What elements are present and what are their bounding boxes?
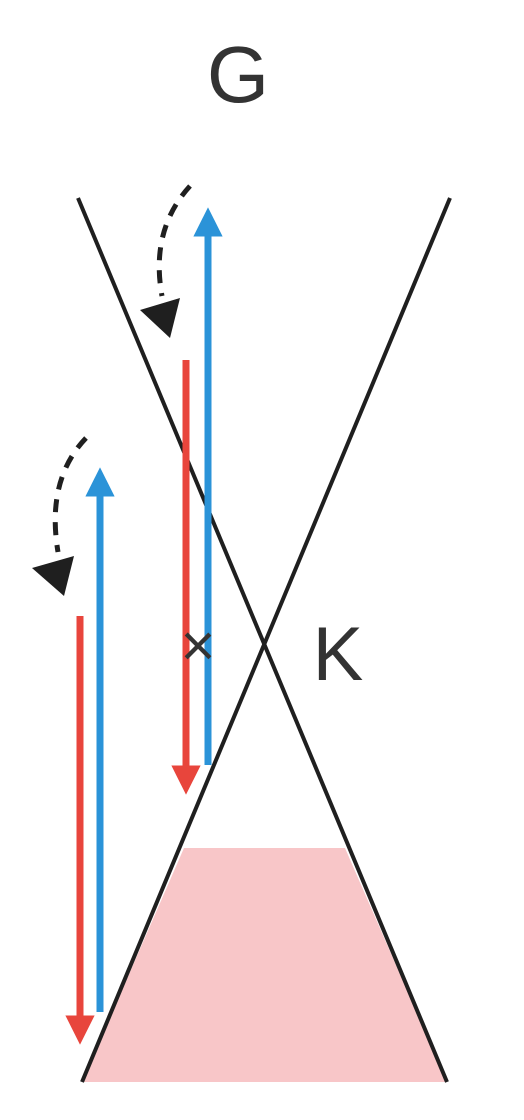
label-k: K (313, 612, 364, 697)
line-descending (76, 197, 449, 1083)
label-x-mark: × (180, 612, 215, 679)
line-ascending (80, 197, 452, 1083)
dashed-arc-left-arrowhead (32, 556, 74, 596)
dashed-arc-right-arrowhead (140, 298, 180, 338)
shaded-region (82, 848, 447, 1082)
dashed-arc-left (52, 436, 88, 553)
dashed-arc-right (156, 184, 192, 297)
label-g: G (207, 30, 269, 119)
